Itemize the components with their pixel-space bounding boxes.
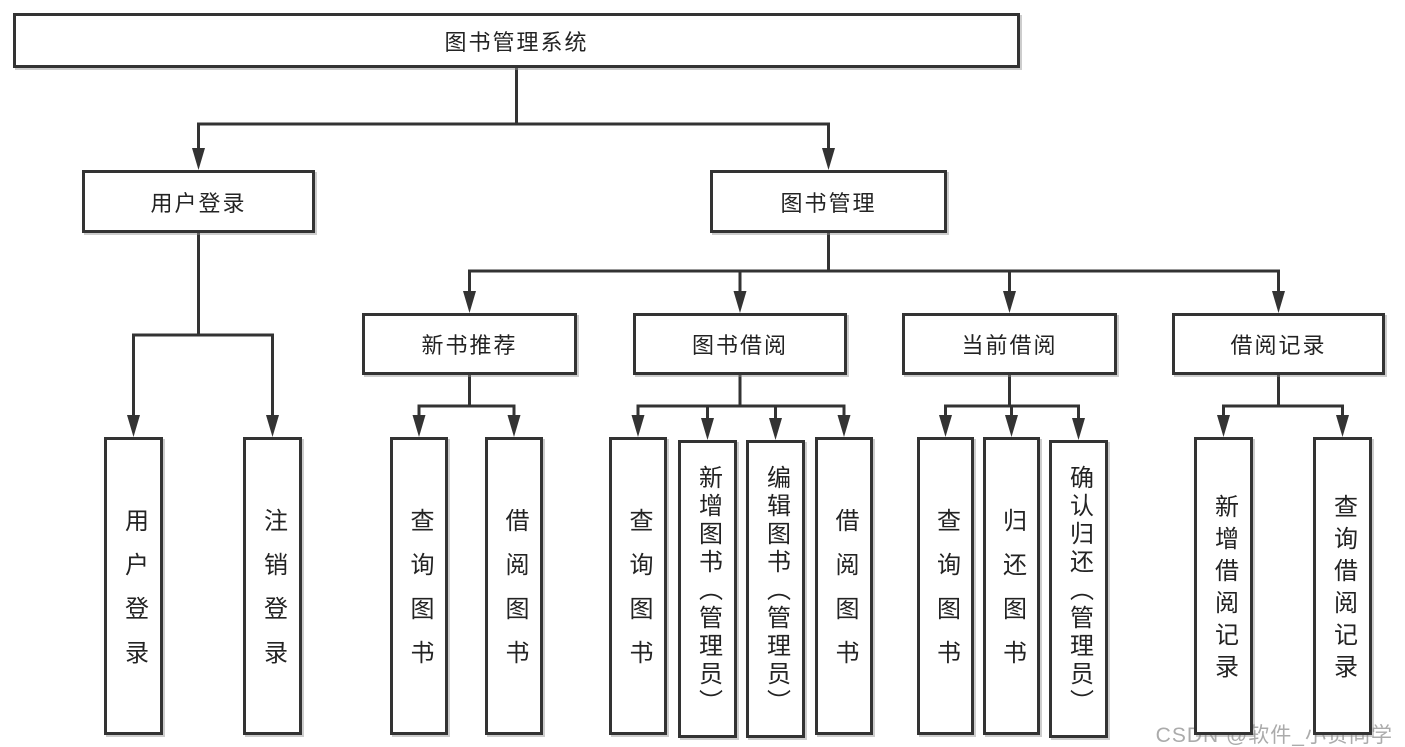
node-borrow-records: 借阅记录 — [1172, 313, 1385, 375]
node-leaf-logout: 注销登录 — [243, 437, 302, 735]
node-label-leaf-bw-borrow: 借阅图书 — [831, 508, 858, 684]
node-label-borrow-records: 借阅记录 — [1230, 333, 1327, 358]
node-book-mgmt: 图书管理 — [710, 170, 947, 233]
node-new-book-rec: 新书推荐 — [362, 313, 577, 375]
node-label-new-book-rec: 新书推荐 — [421, 333, 518, 358]
node-root: 图书管理系统 — [13, 13, 1020, 68]
node-current-borrow: 当前借阅 — [902, 313, 1117, 375]
node-label-leaf-bw-add: 新增图书（管理员） — [694, 465, 722, 717]
node-user-login: 用户登录 — [82, 170, 315, 233]
node-label-book-borrow: 图书借阅 — [691, 333, 788, 358]
node-label-user-login: 用户登录 — [150, 190, 247, 216]
node-book-borrow: 图书借阅 — [633, 313, 847, 375]
node-label-root: 图书管理系统 — [444, 29, 589, 55]
node-leaf-nb-borrow: 借阅图书 — [485, 437, 543, 735]
node-label-leaf-rec-query: 查询借阅记录 — [1329, 494, 1357, 686]
node-label-current-borrow: 当前借阅 — [961, 333, 1058, 358]
node-leaf-bw-add: 新增图书（管理员） — [678, 440, 737, 738]
node-label-leaf-nb-borrow: 借阅图书 — [501, 508, 528, 684]
node-label-leaf-cur-return: 归还图书 — [998, 508, 1026, 684]
node-leaf-cur-confirm: 确认归还（管理员） — [1049, 440, 1108, 738]
node-leaf-user-login: 用户登录 — [104, 437, 163, 735]
node-leaf-rec-add: 新增借阅记录 — [1194, 437, 1253, 735]
node-leaf-cur-query: 查询图书 — [917, 437, 974, 735]
node-leaf-bw-query: 查询图书 — [609, 437, 667, 735]
node-label-leaf-cur-confirm: 确认归还（管理员） — [1065, 465, 1093, 717]
node-label-leaf-rec-add: 新增借阅记录 — [1210, 494, 1238, 686]
node-label-leaf-bw-edit: 编辑图书（管理员） — [762, 465, 790, 717]
node-leaf-nb-query: 查询图书 — [390, 437, 448, 735]
node-label-leaf-bw-query: 查询图书 — [625, 508, 652, 684]
node-leaf-bw-edit: 编辑图书（管理员） — [746, 440, 805, 738]
node-label-book-mgmt: 图书管理 — [780, 190, 877, 216]
node-label-leaf-user-login: 用户登录 — [120, 508, 148, 684]
node-leaf-rec-query: 查询借阅记录 — [1313, 437, 1372, 735]
node-leaf-cur-return: 归还图书 — [983, 437, 1040, 735]
node-label-leaf-nb-query: 查询图书 — [406, 508, 433, 684]
node-label-leaf-logout: 注销登录 — [259, 508, 287, 684]
node-label-leaf-cur-query: 查询图书 — [932, 508, 960, 684]
node-leaf-bw-borrow: 借阅图书 — [815, 437, 873, 735]
